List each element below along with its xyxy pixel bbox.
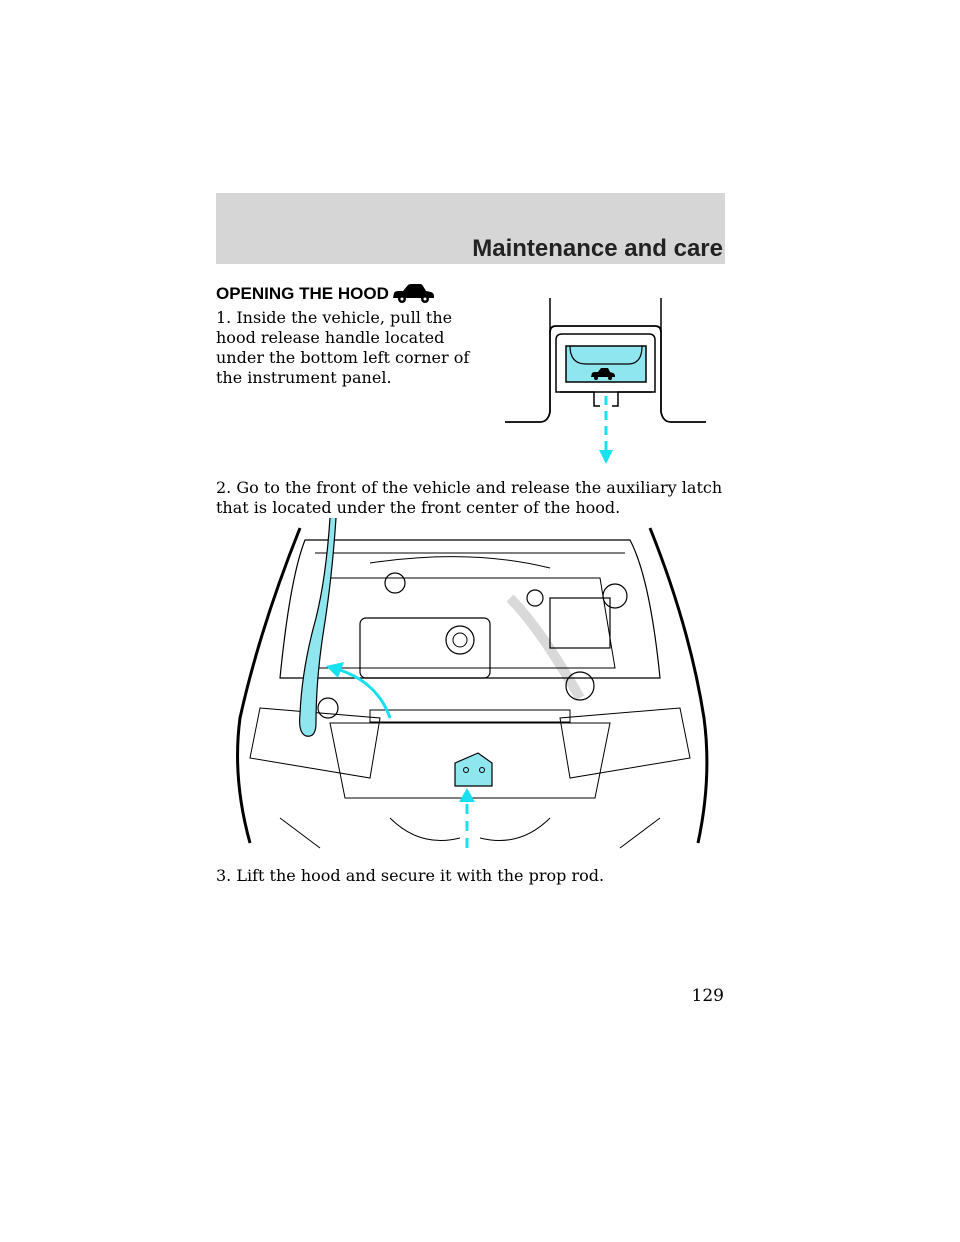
step-1-text: 1. Inside the vehicle, pull the hood rel… [216,308,470,387]
chapter-title: Maintenance and care [472,235,723,262]
page-header: Maintenance and care [216,193,725,264]
section-heading: OPENING THE HOOD [216,284,435,304]
hood-release-handle-illustration [505,298,706,464]
step-3-text: 3. Lift the hood and secure it with the … [216,866,605,885]
page-number: 129 [691,986,724,1006]
engine-compartment-illustration [236,518,709,849]
step-2-text: 2. Go to the front of the vehicle and re… [216,478,723,517]
car-icon [392,284,434,303]
section-heading-text: OPENING THE HOOD [216,284,389,303]
